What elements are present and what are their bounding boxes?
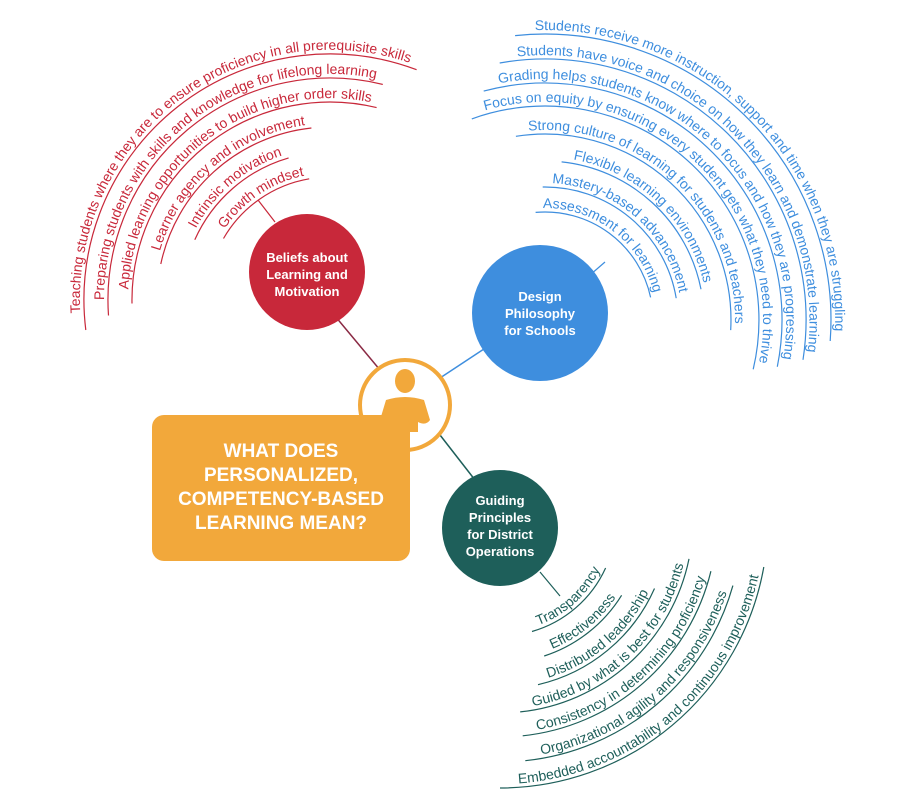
guiding-item-underline — [537, 588, 656, 686]
node-design-label-1: Design — [518, 289, 561, 304]
guiding-item-underline — [520, 558, 690, 713]
node-beliefs[interactable]: Beliefs about Learning and Motivation — [249, 214, 365, 330]
beliefs-item-underline — [222, 178, 310, 239]
node-beliefs-label-3: Motivation — [275, 284, 340, 299]
design-item-underline — [542, 186, 677, 299]
connector-beliefs-arcs — [257, 199, 276, 223]
beliefs-item-underline — [131, 101, 377, 304]
node-design-label-3: for Schools — [504, 323, 576, 338]
design-item-underline — [515, 33, 832, 342]
design-item-underline — [483, 82, 783, 367]
node-guiding-label-3: for District — [467, 527, 533, 542]
beliefs-item-underline — [83, 53, 417, 331]
connector-design — [439, 344, 491, 379]
node-guiding-label-4: Operations — [466, 544, 535, 559]
beliefs-item-underline — [194, 157, 289, 241]
connectors — [257, 199, 606, 597]
beliefs-item-underline — [107, 77, 383, 316]
arc-lists: Teaching students where they are to ensu… — [67, 17, 848, 789]
guiding-item-underline — [522, 571, 712, 737]
main-title: WHAT DOES PERSONALIZED, COMPETENCY-BASED… — [178, 441, 384, 534]
design-item-underline — [515, 133, 732, 331]
guiding-item-underline — [499, 566, 765, 789]
design-item-underline — [499, 58, 807, 360]
node-design-label-2: Philosophy — [505, 306, 576, 321]
design-item-underline — [535, 211, 652, 298]
node-design[interactable]: Design Philosophy for Schools — [472, 245, 608, 381]
guiding-item-underline — [544, 594, 623, 657]
guiding-item-underline — [531, 567, 607, 633]
node-guiding-label-1: Guiding — [475, 493, 524, 508]
node-guiding[interactable]: Guiding Principles for District Operatio… — [442, 470, 558, 586]
design-item-underline — [471, 105, 760, 370]
guiding-item-underline — [525, 585, 734, 762]
node-beliefs-label-1: Beliefs about — [266, 250, 348, 265]
node-beliefs-label-2: Learning and — [266, 267, 348, 282]
connector-guiding — [439, 434, 476, 481]
beliefs-item-underline — [160, 127, 312, 265]
design-item-underline — [561, 161, 702, 290]
title-box: WHAT DOES PERSONALIZED, COMPETENCY-BASED… — [152, 415, 410, 561]
node-guiding-label-2: Principles — [469, 510, 531, 525]
connector-guiding-arcs — [539, 571, 561, 597]
